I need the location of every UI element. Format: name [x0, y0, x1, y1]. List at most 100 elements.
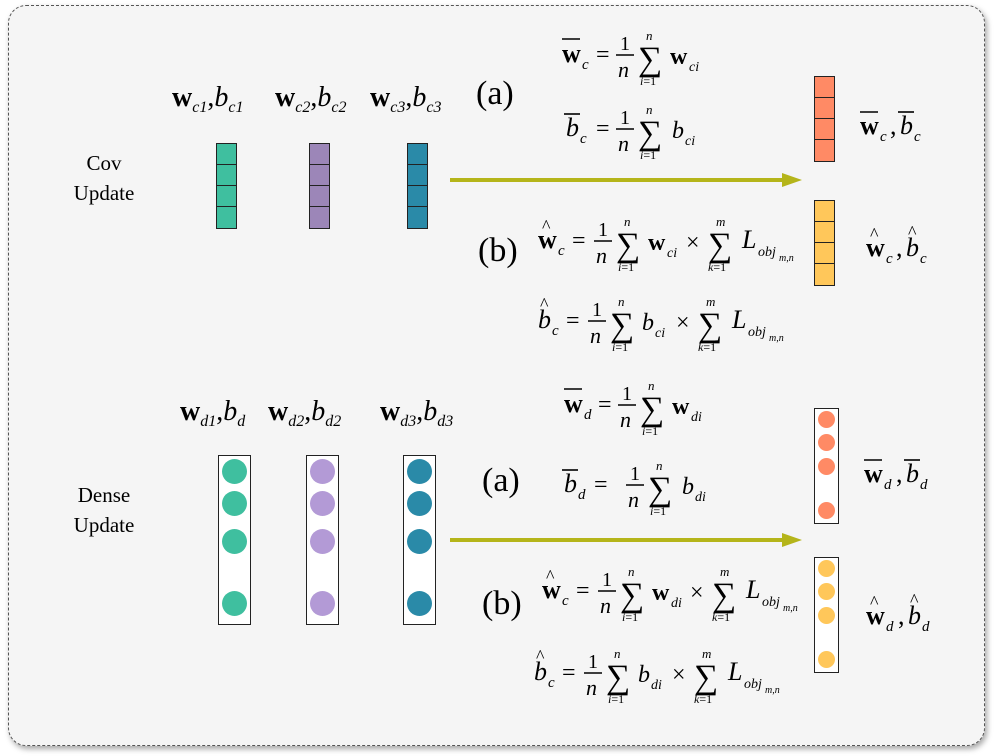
- dense-node: [407, 459, 432, 484]
- svg-text:b: b: [906, 233, 919, 262]
- svg-text:1: 1: [620, 33, 630, 55]
- svg-text:w: w: [538, 225, 557, 254]
- svg-text:n: n: [646, 102, 653, 117]
- svg-text:^: ^: [542, 216, 551, 236]
- dense-node: [407, 591, 432, 616]
- svg-text:=: =: [562, 660, 576, 686]
- cov-tag-a: (a): [476, 75, 514, 112]
- svg-text:b: b: [906, 459, 919, 488]
- svg-text:ci: ci: [689, 60, 699, 75]
- svg-text:b: b: [638, 662, 650, 688]
- svg-text:b: b: [672, 118, 684, 144]
- svg-text:w: w: [542, 575, 561, 604]
- svg-text:=: =: [594, 472, 608, 498]
- svg-text:i=1: i=1: [640, 74, 656, 88]
- dense-result-node: [818, 583, 835, 600]
- svg-text:ci: ci: [685, 134, 695, 149]
- svg-text:∑: ∑: [708, 227, 732, 264]
- svg-text:obj: obj: [748, 325, 766, 340]
- cov-arrow: [450, 173, 802, 187]
- svg-text:w: w: [648, 230, 666, 256]
- dense-result-node: [818, 502, 835, 519]
- svg-text:×: ×: [686, 230, 700, 256]
- svg-text:obj: obj: [762, 595, 780, 610]
- svg-text:c: c: [880, 129, 887, 145]
- cov-update-title: Cov Update: [44, 148, 164, 208]
- dense-node: [310, 491, 335, 516]
- cov-stack-3: [407, 143, 428, 229]
- dense-param-label-1: wd1,bd: [180, 396, 246, 430]
- svg-text:di: di: [651, 678, 662, 693]
- svg-text:=: =: [596, 42, 610, 68]
- svg-text:i=1: i=1: [642, 424, 658, 438]
- dense-node: [222, 491, 247, 516]
- svg-text:∑: ∑: [648, 471, 672, 508]
- svg-text:b: b: [682, 474, 694, 500]
- svg-text:∑: ∑: [616, 227, 640, 264]
- svg-text:^: ^: [536, 646, 545, 666]
- svg-text:L: L: [727, 657, 742, 686]
- svg-text:,: ,: [890, 111, 897, 140]
- svg-text:1: 1: [620, 107, 630, 129]
- svg-text:m: m: [706, 294, 715, 309]
- svg-text:k=1: k=1: [694, 692, 712, 706]
- dense-result-node: [818, 560, 835, 577]
- svg-text:n: n: [628, 564, 635, 579]
- cov-param-label-3: wc3,bc3: [370, 82, 442, 116]
- svg-text:1: 1: [592, 299, 602, 321]
- svg-text:d: d: [886, 619, 894, 635]
- cov-result-a-stack: [814, 76, 835, 162]
- svg-text:w: w: [670, 44, 688, 70]
- svg-text:m: m: [716, 214, 725, 229]
- svg-text:,: ,: [896, 459, 903, 488]
- svg-text:∑: ∑: [698, 307, 722, 344]
- svg-text:=: =: [572, 228, 586, 254]
- svg-text:m,n: m,n: [779, 253, 794, 264]
- dense-result-node: [818, 411, 835, 428]
- svg-text:n: n: [586, 675, 597, 700]
- svg-text:^: ^: [870, 592, 879, 612]
- svg-text:^: ^: [546, 566, 555, 586]
- dense-arrow: [450, 533, 802, 547]
- svg-text:n: n: [618, 294, 625, 309]
- svg-text:L: L: [731, 305, 746, 334]
- svg-text:^: ^: [910, 590, 919, 610]
- svg-text:c: c: [914, 129, 921, 145]
- dense-equation-a1: w d = 1 n ∑ n i=1 w di: [564, 378, 702, 438]
- cov-result-b-stack: [814, 200, 835, 286]
- svg-text:b: b: [534, 657, 547, 686]
- svg-text:c: c: [562, 593, 569, 609]
- dense-result-b-label: w ^ d , b ^ d: [866, 590, 930, 635]
- svg-text:n: n: [656, 458, 663, 473]
- dense-param-label-3: wd3,bd3: [380, 396, 454, 430]
- svg-text:∑: ∑: [638, 115, 662, 152]
- cov-stack-1: [216, 143, 237, 229]
- svg-text:1: 1: [588, 651, 598, 673]
- dense-column-3: [403, 455, 436, 625]
- svg-text:b: b: [900, 111, 913, 140]
- dense-result-a-label: w d , b d: [864, 459, 928, 493]
- svg-text:c: c: [886, 251, 893, 267]
- svg-text:∑: ∑: [606, 659, 630, 696]
- dense-node: [310, 529, 335, 554]
- svg-text:L: L: [741, 225, 756, 254]
- dense-node: [310, 459, 335, 484]
- svg-text:n: n: [596, 243, 607, 268]
- cov-equation-a1: w c = 1 n ∑ n i=1 w ci: [562, 28, 699, 88]
- svg-text:di: di: [671, 596, 682, 611]
- svg-text:n: n: [590, 323, 601, 348]
- svg-text:n: n: [620, 407, 631, 432]
- dense-column-2: [306, 455, 339, 625]
- svg-text:obj: obj: [744, 677, 762, 692]
- dense-result-b-column: [814, 557, 839, 673]
- svg-text:w: w: [864, 459, 883, 488]
- svg-text:^: ^: [908, 222, 917, 242]
- svg-text:obj: obj: [758, 245, 776, 260]
- cov-result-b-label: w ^ c , b ^ c: [866, 222, 927, 267]
- svg-text:i=1: i=1: [612, 340, 628, 354]
- svg-text:×: ×: [690, 580, 704, 606]
- svg-text:w: w: [866, 601, 885, 630]
- svg-text:n: n: [628, 487, 639, 512]
- svg-text:×: ×: [672, 662, 686, 688]
- svg-text:n: n: [648, 378, 655, 393]
